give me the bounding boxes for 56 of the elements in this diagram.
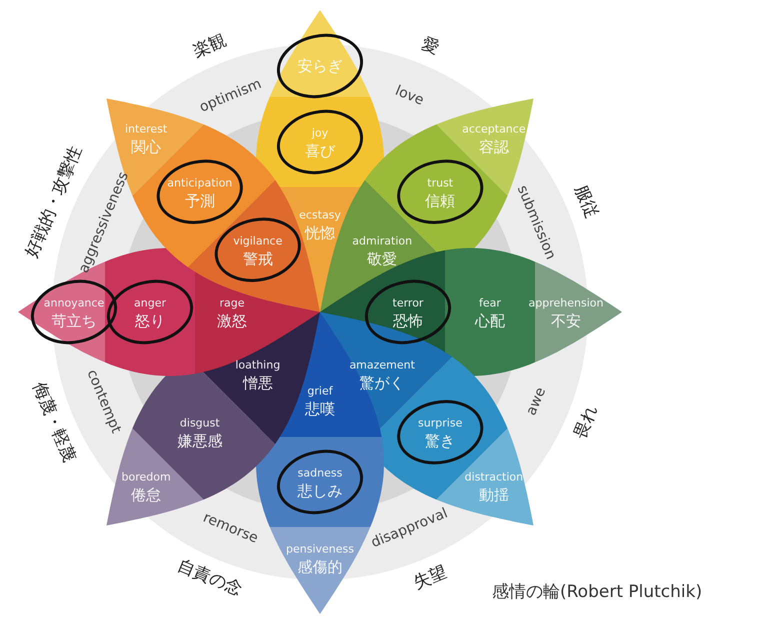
emotion-label: 恍惚 [305,224,335,242]
dyad-label: 愛 [418,33,442,58]
emotion-label: 喜び [305,142,335,160]
emotion-label: 警戒 [242,250,273,268]
emotion-label: distraction [464,470,524,484]
emotion-label: 驚がく [360,374,405,392]
emotion-label: anticipation [167,176,232,190]
dyad-label: 服従 [570,182,602,222]
emotion-label: pensiveness [286,542,354,556]
emotion-label: 憎悪 [242,374,273,392]
emotion-label: 激怒 [217,312,247,330]
emotion-label: 動揺 [478,486,509,504]
emotion-label: vigilance [233,234,282,248]
emotion-label: 敬愛 [367,250,398,268]
emotion-label: anger [134,296,166,310]
emotion-label: rage [220,296,244,310]
emotion-label: 予測 [184,192,215,210]
emotion-label: loathing [235,358,280,372]
emotion-label: annoyance [44,296,104,310]
emotion-label: 怒り [135,312,165,330]
emotion-label: 驚き [425,432,456,450]
dyad-name: love [392,82,426,109]
emotion-label: ecstasy [299,208,341,222]
dyad-label: 失望 [410,562,450,594]
emotion-label: joy [312,126,328,140]
dyad-name: awe [523,385,550,418]
emotion-label: interest [125,122,168,136]
emotion-label: amazement [349,358,415,372]
caption: 感情の輪(Robert Plutchik) [492,581,702,603]
emotion-label: 嫌悪感 [177,432,222,450]
emotion-label: 関心 [131,138,162,156]
dyad-label: 楽観 [190,30,230,62]
dyad-label: 自責の念 [174,556,246,600]
emotion-label: 容認 [478,138,509,156]
emotion-label: disgust [180,416,220,430]
emotion-label: surprise [418,416,462,430]
emotion-label: 心配 [475,312,505,330]
emotion-label: 苛立ち [52,312,96,330]
emotion-label: fear [479,296,501,310]
emotion-label: boredom [122,470,171,484]
emotion-label: 倦怠 [131,486,162,504]
emotion-label: terror [392,296,424,310]
emotion-label: 恐怖 [393,312,423,330]
emotion-label: acceptance [462,122,526,136]
emotion-label: trust [427,176,454,190]
emotion-label: 感傷的 [298,558,342,576]
emotion-label: 不安 [551,312,581,330]
emotion-label: 悲嘆 [305,400,335,418]
dyad-label: 侮蔑・軽蔑 [28,379,80,466]
emotion-label: 信頼 [425,192,456,210]
emotion-label: 悲しみ [298,482,342,500]
emotion-label: 安らぎ [298,57,342,75]
dyad-label: 畏れ [570,402,602,442]
emotion-label: admiration [352,234,412,248]
emotion-label: sadness [298,466,342,480]
emotion-label: grief [307,384,333,398]
